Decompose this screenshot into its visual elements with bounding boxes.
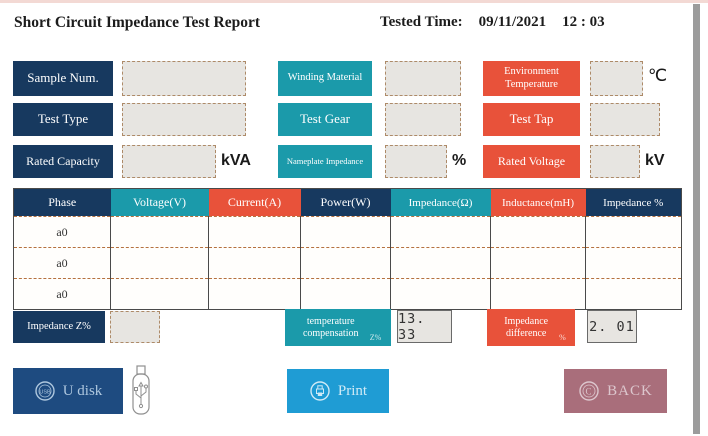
impedance-difference-suffix: % — [559, 332, 566, 342]
print-icon — [310, 381, 330, 401]
col-impedance-pct: Impedance % — [585, 188, 682, 217]
inductance-cell — [490, 278, 586, 310]
top-edge-line — [0, 0, 708, 3]
rated-capacity-input[interactable] — [122, 145, 216, 178]
test-tap-label: Test Tap — [483, 103, 580, 136]
voltage-cell — [110, 278, 209, 310]
table-row: a0 — [13, 216, 682, 248]
col-phase: Phase — [13, 188, 111, 217]
impedance-z-label: Impedance Z% — [13, 311, 105, 343]
back-button-label: BACK — [607, 382, 653, 399]
page-title: Short Circuit Impedance Test Report — [14, 14, 260, 31]
impedance-difference-label: Impedance difference % — [487, 309, 575, 346]
col-current: Current(A) — [208, 188, 301, 217]
temperature-compensation-value: 13. 33 — [397, 310, 452, 343]
current-cell — [208, 247, 301, 279]
svg-text:C: C — [586, 387, 593, 397]
impedance-z-input[interactable] — [110, 311, 160, 343]
current-cell — [208, 278, 301, 310]
temperature-compensation-suffix: Z% — [369, 332, 382, 342]
tested-time-label: Tested Time: — [380, 14, 463, 30]
rated-capacity-label: Rated Capacity — [13, 145, 113, 178]
phase-cell: a0 — [13, 278, 111, 310]
sample-num-label: Sample Num. — [13, 61, 113, 96]
power-cell — [300, 247, 391, 279]
impedance-difference-value: 2. 01 — [587, 310, 637, 343]
environment-temperature-label: Environment Temperature — [483, 61, 580, 96]
inductance-cell — [490, 247, 586, 279]
sample-num-input[interactable] — [122, 61, 246, 96]
tested-date: 09/11/2021 — [478, 14, 547, 30]
test-gear-label: Test Gear — [278, 103, 372, 136]
col-voltage: Voltage(V) — [110, 188, 209, 217]
impedance-cell — [390, 278, 491, 310]
usb-drive-icon — [132, 365, 150, 415]
temperature-compensation-label: temperature compensation Z% — [285, 309, 391, 346]
power-cell — [300, 278, 391, 310]
impedance-pct-cell — [585, 247, 682, 279]
phase-cell: a0 — [13, 216, 111, 248]
voltage-cell — [110, 247, 209, 279]
u-disk-button[interactable]: USB U disk — [13, 368, 123, 414]
impedance-difference-text: Impedance difference — [504, 316, 549, 339]
kva-unit: kVA — [221, 152, 251, 169]
nameplate-impedance-input[interactable] — [385, 145, 447, 178]
temperature-compensation-text: temperature compensation — [302, 316, 359, 339]
col-power: Power(W) — [300, 188, 391, 217]
back-button[interactable]: C BACK — [564, 369, 667, 413]
current-cell — [208, 216, 301, 248]
svg-text:USB: USB — [39, 390, 51, 396]
inductance-cell — [490, 216, 586, 248]
back-icon: C — [579, 381, 599, 401]
test-gear-input[interactable] — [385, 103, 461, 136]
col-impedance: Impedance(Ω) — [390, 188, 491, 217]
impedance-cell — [390, 216, 491, 248]
impedance-pct-cell — [585, 278, 682, 310]
environment-temperature-input[interactable] — [590, 61, 643, 96]
impedance-pct-cell — [585, 216, 682, 248]
winding-material-input[interactable] — [385, 61, 461, 96]
percent-unit: % — [452, 152, 467, 169]
celsius-unit: ℃ — [648, 66, 668, 85]
kv-unit: kV — [645, 152, 665, 169]
u-disk-button-label: U disk — [62, 382, 103, 399]
table-row: a0 — [13, 278, 682, 310]
u-disk-icon: USB — [35, 381, 55, 401]
phase-cell: a0 — [13, 247, 111, 279]
impedance-cell — [390, 247, 491, 279]
rated-voltage-label: Rated Voltage — [483, 145, 580, 178]
test-type-label: Test Type — [13, 103, 113, 136]
power-cell — [300, 216, 391, 248]
tested-clock: 12 : 03 — [562, 14, 605, 30]
print-button[interactable]: Print — [287, 369, 389, 413]
test-type-input[interactable] — [122, 103, 246, 136]
table-row: a0 — [13, 247, 682, 279]
results-table: Phase Voltage(V) Current(A) Power(W) Imp… — [13, 188, 682, 310]
winding-material-label: Winding Material — [278, 61, 372, 96]
test-tap-input[interactable] — [590, 103, 660, 136]
table-header-row: Phase Voltage(V) Current(A) Power(W) Imp… — [13, 188, 682, 217]
print-button-label: Print — [337, 382, 368, 399]
tested-time: Tested Time: 09/11/2021 12 : 03 — [380, 14, 605, 31]
col-inductance: Inductance(mH) — [490, 188, 586, 217]
nameplate-impedance-label: Nameplate Impedance — [278, 145, 372, 178]
rated-voltage-input[interactable] — [590, 145, 640, 178]
voltage-cell — [110, 216, 209, 248]
right-edge-bar — [693, 4, 700, 434]
